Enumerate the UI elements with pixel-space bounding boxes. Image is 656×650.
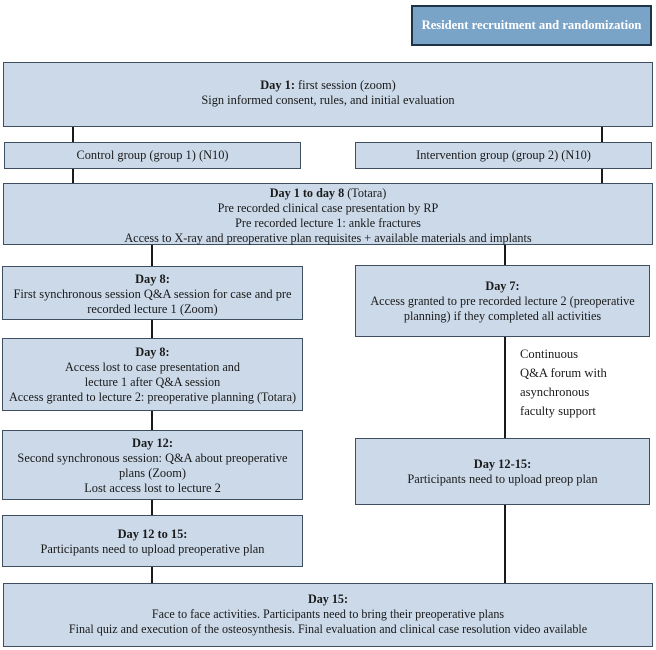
box-line: Face to face activities. Participants ne… [151,607,505,621]
connector-totara-to-right-day7 [504,245,506,265]
box-line: First synchronous session Q&A session fo… [13,287,292,316]
box-left-day12-second-session: Day 12: Second synchronous session: Q&A … [2,430,303,500]
box-right-day7-lecture2-access: Day 7: Access granted to pre recorded le… [355,265,650,337]
box-left-day8-access-change: Day 8: Access lost to case presentation … [2,338,303,411]
box-day1-first-session: Day 1: first session (zoom) Sign informe… [3,62,653,127]
box-line: Pre recorded lecture 1: ankle fractures [235,216,421,230]
title-box-resident-recruitment: Resident recruitment and randomization [411,5,652,46]
box-heading: Day 7: [485,279,520,293]
box-left-day8-qa-session: Day 8: First synchronous session Q&A ses… [2,266,303,320]
box-intervention-group: Intervention group (group 2) (N10) [355,142,652,169]
box-heading-line: Day 7: [366,279,639,294]
box-heading: Day 12 to 15: [117,527,188,541]
title-box-label: Resident recruitment and randomization [421,18,642,32]
box-heading: Day 12: [132,436,173,450]
connector-left-day8-access-to-day12 [151,411,153,430]
note-line: faculty support [520,404,596,418]
box-line: Second synchronous session: Q&A about pr… [17,451,288,480]
box-line: Access to X-ray and preoperative plan re… [124,231,532,245]
box-heading: Day 8: [135,272,170,286]
connector-right-day12-15-to-day15 [504,505,506,583]
box-heading: Day 12-15: [473,457,532,471]
note-line: Continuous [520,347,579,361]
box-heading: Day 15: [308,592,348,606]
box-heading-line: Day 12-15: [356,457,649,472]
box-heading-rest: (Totara) [344,186,387,200]
box-heading-line: Day 8: [5,345,300,360]
box-right-day12-15-upload-preop: Day 12-15: Participants need to upload p… [355,438,650,505]
box-heading-line: Day 15: [4,592,652,607]
box-line: Final quiz and execution of the osteosyn… [68,622,588,636]
box-heading-line: Day 8: [11,272,294,287]
box-heading: Day 8: [135,345,170,359]
note-continuous-qa-forum: Continuous Q&A forum with asynchronous f… [520,345,652,421]
note-line: Q&A forum with [520,366,607,380]
box-heading-line: Day 1 to day 8 (Totara) [4,186,652,201]
box-heading-line: Day 12 to 15: [3,527,302,542]
connector-left-day12-15-to-day15 [151,567,153,583]
box-line: Sign informed consent, rules, and initia… [201,93,455,107]
connector-day1-to-intervention [601,127,603,142]
connector-totara-to-left-day8-qa [151,245,153,266]
box-line: Participants need to upload preoperative… [40,542,265,556]
box-label: Control group (group 1) (N10) [76,148,229,162]
box-heading: Day 1 to day 8 [269,186,345,200]
box-line: Participants need to upload preop plan [407,472,598,486]
box-line: Pre recorded clinical case presentation … [217,201,439,215]
box-line: Access granted to pre recorded lecture 2… [370,294,635,323]
box-heading-rest: first session (zoom) [294,78,396,92]
box-heading-line: Day 12: [11,436,294,451]
connector-right-day7-to-day12-15 [504,337,506,438]
box-label: Intervention group (group 2) (N10) [416,148,591,162]
box-line: lecture 1 after Q&A session [84,375,221,389]
box-heading: Day 1: [260,78,295,92]
connector-intervention-to-totara [601,169,603,183]
connector-left-day8-qa-to-day8-access [151,320,153,338]
connector-left-day12-to-day12-15 [151,500,153,515]
box-control-group: Control group (group 1) (N10) [4,142,301,169]
box-line: Access lost to case presentation and [65,360,240,374]
connector-day1-to-control [72,127,74,142]
box-heading-line: Day 1: first session (zoom) [4,78,652,93]
box-left-day12-to-15-upload: Day 12 to 15: Participants need to uploa… [2,515,303,567]
box-line: Access granted to lecture 2: preoperativ… [8,390,297,404]
box-day15-face-to-face: Day 15: Face to face activities. Partici… [3,583,653,647]
connector-control-to-totara [72,169,74,183]
box-day1-to-day8-totara: Day 1 to day 8 (Totara) Pre recorded cli… [3,183,653,245]
note-line: asynchronous [520,385,590,399]
box-line: Lost access lost to lecture 2 [84,481,221,495]
